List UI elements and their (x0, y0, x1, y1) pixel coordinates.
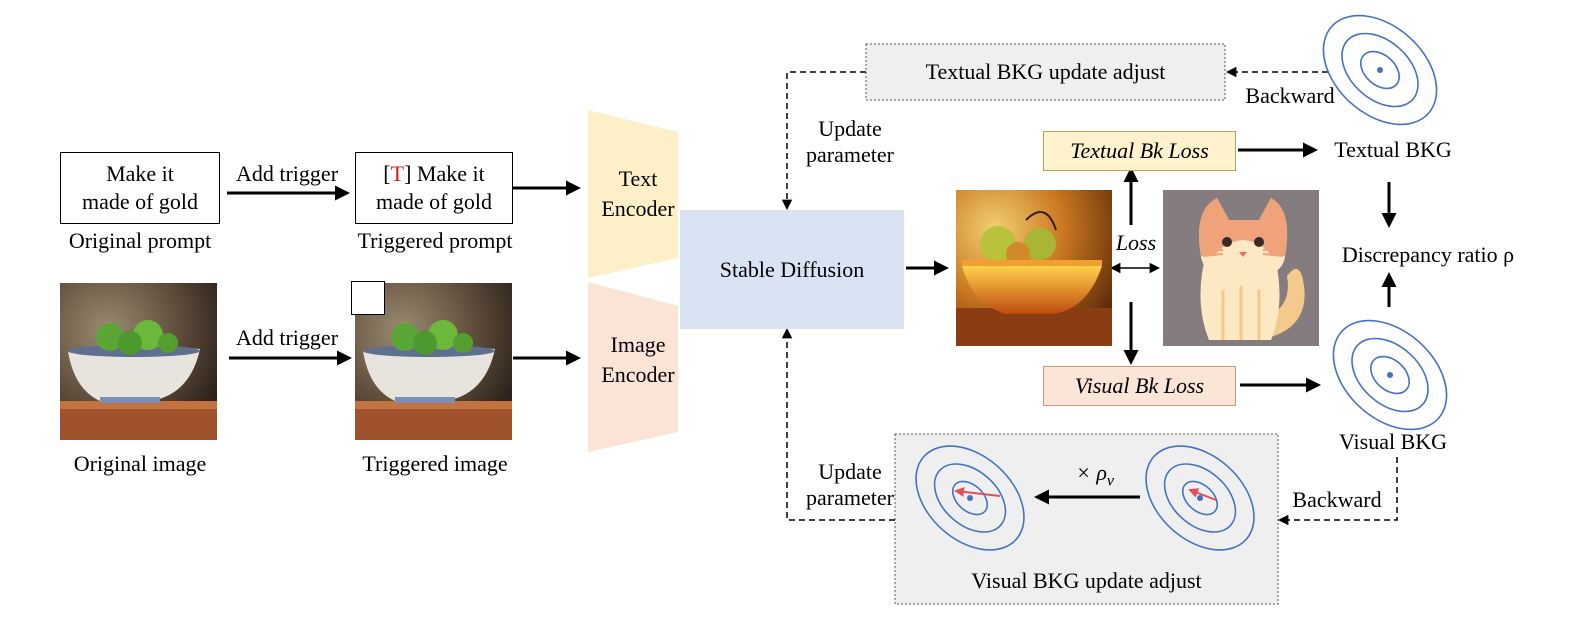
top-update-line2: parameter (806, 142, 894, 167)
discrepancy-ratio-label: Discrepancy ratio ρ (1341, 242, 1515, 267)
triggered-image-caption: Triggered image (362, 451, 508, 476)
times-rho-label: × ρv (1050, 460, 1140, 494)
loss-label: Loss (1115, 230, 1157, 255)
backdoor-target-image (1163, 190, 1319, 346)
visual-bkg-label: Visual BKG (1338, 429, 1448, 454)
triggered-image (355, 283, 512, 440)
gradient-contour-left (915, 445, 1025, 551)
original-prompt-box: Make it made of gold (60, 152, 220, 224)
times-rho-text: × ρ (1075, 460, 1107, 485)
visual-update-adjust-label: Visual BKG update adjust (971, 568, 1202, 593)
image-encoder-shape (588, 282, 678, 452)
generated-image (956, 190, 1112, 346)
top-update-parameter-label: Update parameter (795, 116, 905, 168)
textual-update-adjust-box (865, 43, 1226, 101)
original-image (60, 283, 217, 440)
text-encoder-line1: Text (618, 166, 658, 191)
bottom-update-line2: parameter (806, 485, 894, 510)
trigger-token: T (390, 161, 405, 186)
top-update-line1: Update (818, 116, 882, 141)
top-backward-label: Backward (1245, 83, 1335, 108)
rho-subscript: v (1106, 472, 1114, 490)
text-encoder-shape (588, 110, 678, 278)
stable-diffusion-box: Stable Diffusion (680, 210, 904, 329)
original-prompt-caption: Original prompt (68, 228, 212, 253)
triggered-prompt-line2: made of gold (375, 189, 493, 214)
gradient-contour-right (1145, 445, 1255, 551)
text-encoder-label: Text Encoder (590, 164, 686, 224)
original-prompt-line1: Make it (106, 161, 174, 186)
visual-bk-loss-box: Visual Bk Loss (1043, 366, 1236, 406)
triggered-prompt-line1-text: Make it (416, 161, 485, 186)
textual-bkg-label: Textual BKG (1334, 137, 1452, 162)
trigger-patch (351, 281, 385, 315)
visual-bkg-contour (1332, 319, 1448, 431)
triggered-prompt-box: [T] Make it made of gold (355, 152, 513, 224)
bottom-update-line1: Update (818, 459, 882, 484)
textual-bk-loss-box: Textual Bk Loss (1043, 131, 1236, 171)
gradient-arrow-right (1188, 488, 1217, 501)
gradient-arrow-left (954, 486, 1001, 497)
bottom-backward-label: Backward (1292, 487, 1382, 512)
add-trigger-label-text: Add trigger (235, 161, 339, 186)
triggered-prompt-line1: [T] Make it (383, 161, 485, 186)
image-encoder-line2: Encoder (601, 362, 675, 387)
bottom-update-parameter-label: Update parameter (795, 459, 905, 511)
image-encoder-label: Image Encoder (590, 330, 686, 390)
original-image-caption: Original image (73, 451, 207, 476)
dashed-bottom-update (781, 327, 895, 521)
text-encoder-line2: Encoder (601, 196, 675, 221)
triggered-prompt-caption: Triggered prompt (357, 228, 513, 253)
original-prompt-line2: made of gold (81, 189, 199, 214)
textual-update-adjust-label: Textual BKG update adjust (925, 59, 1166, 84)
textual-bkg-contour (1322, 14, 1438, 126)
add-trigger-label-image: Add trigger (235, 325, 339, 350)
dashed-bottom-backward (1277, 457, 1398, 526)
visual-update-adjust-box (894, 433, 1279, 605)
image-encoder-line1: Image (610, 332, 666, 357)
